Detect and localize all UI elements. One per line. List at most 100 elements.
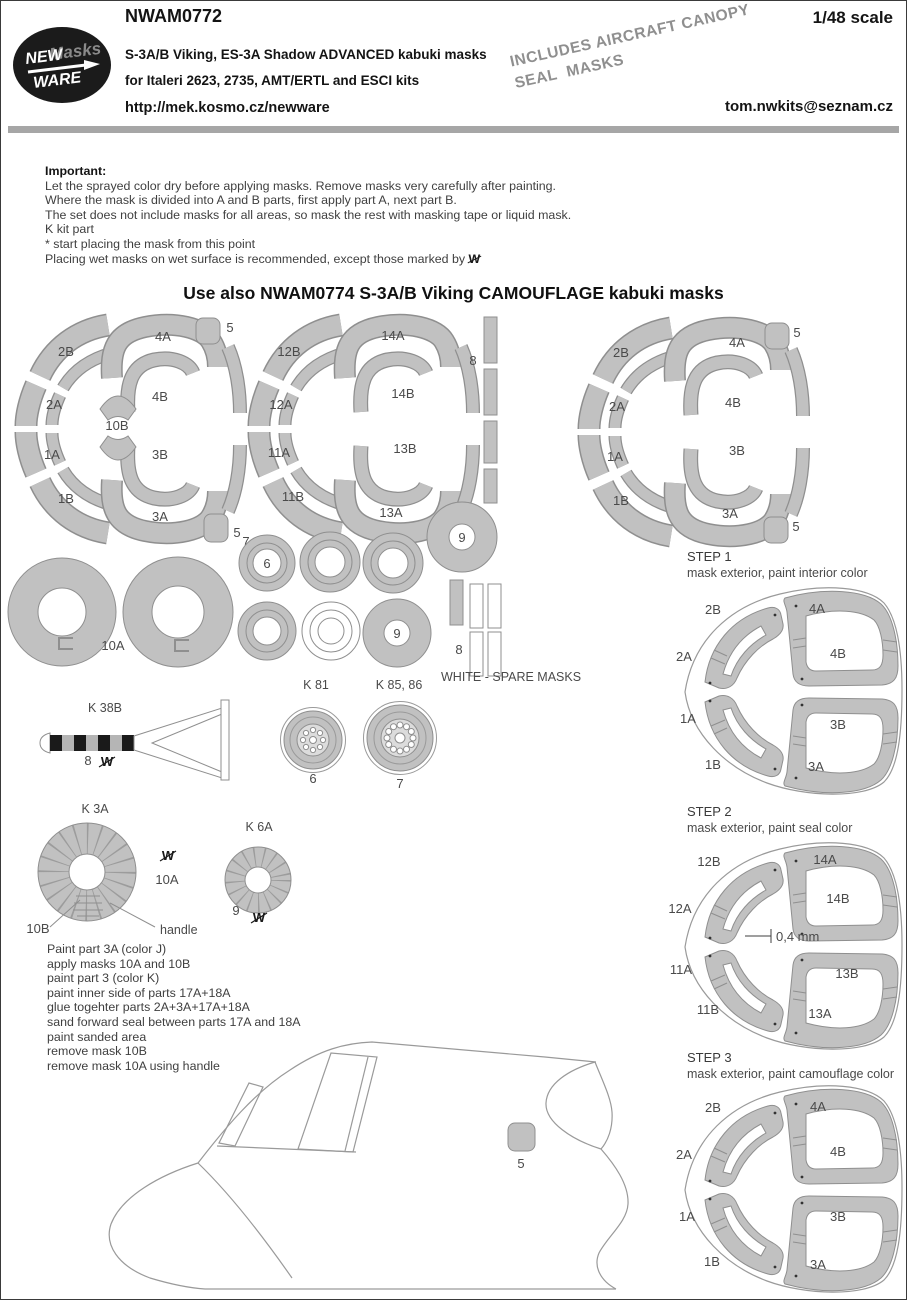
part-label: 4B <box>152 389 168 404</box>
step2-title: STEP 2 <box>687 804 732 819</box>
spare-masks-caption: WHITE - SPARE MASKS <box>441 670 581 684</box>
wheel-hub-mask-7 <box>363 701 437 775</box>
part-label: 5 <box>517 1156 524 1171</box>
step3-title: STEP 3 <box>687 1050 732 1065</box>
tire-mask-rings <box>237 501 498 668</box>
scale-label: 1/48 scale <box>812 8 893 27</box>
part-label: 2A <box>609 399 625 414</box>
important-line: K kit part <box>45 222 94 237</box>
part-label: 2B <box>705 1100 721 1115</box>
part-label: 10B <box>105 418 128 433</box>
wheel-hub-mask-6 <box>280 707 346 773</box>
part-label: 7 <box>242 534 249 549</box>
part-label: 13A <box>808 1006 831 1021</box>
contact-email[interactable]: tom.nwkits@seznam.cz <box>724 98 893 115</box>
part-label: 10B <box>26 921 49 936</box>
part-label: 2B <box>58 344 74 359</box>
important-line-wet: Placing wet masks on wet surface is reco… <box>45 252 571 267</box>
kit-label-k3a: K 3A <box>81 802 109 816</box>
handle-label: handle <box>160 923 198 937</box>
part-label: 4A <box>809 601 825 616</box>
newware-logo: Masks NEW WARE <box>10 24 114 106</box>
part-label: 3A <box>808 759 824 774</box>
part-label: 13A <box>379 505 402 520</box>
part-label: 14B <box>391 386 414 401</box>
part-label: 4B <box>830 1144 846 1159</box>
logo-arrow-shaft <box>27 63 87 74</box>
important-notes: Important: Let the sprayed color dry bef… <box>45 164 571 266</box>
w-mark-slash <box>159 850 177 862</box>
kit-label-k38b: K 38B <box>88 701 122 715</box>
part-label: 5 <box>793 325 800 340</box>
part-label: 10A <box>101 638 124 653</box>
part-label: 2A <box>676 1147 692 1162</box>
part-label: 2A <box>46 397 62 412</box>
part-label: 2B <box>613 345 629 360</box>
newware-logo-graphic: Masks NEW WARE <box>13 27 111 103</box>
part-label: 6 <box>309 771 316 786</box>
camouflage-note-heading: Use also NWAM0774 S-3A/B Viking CAMOUFLA… <box>183 283 724 303</box>
logo-ellipse <box>13 27 111 103</box>
part-label: 9 <box>393 626 400 641</box>
product-title-line1: S-3A/B Viking, ES-3A Shadow ADVANCED kab… <box>125 47 487 62</box>
kit-label-k85-86: K 85, 86 <box>376 678 423 692</box>
part-label: 13B <box>393 441 416 456</box>
part-label: 8 <box>455 642 462 657</box>
part-label: 3B <box>729 443 745 458</box>
header-divider <box>8 126 899 133</box>
part-label: 4B <box>725 395 741 410</box>
part-label: 11A <box>670 962 692 977</box>
part-label: 5 <box>226 320 233 335</box>
mask-10B-fans <box>99 395 137 461</box>
part-label: 14A <box>381 328 404 343</box>
important-line: * start placing the mask from this point <box>45 236 256 251</box>
part-label: 12A <box>668 901 691 916</box>
part-label: 1B <box>613 493 629 508</box>
instruction-line: paint part 3 (color K) <box>47 971 160 986</box>
step2-canopy-diagram <box>684 842 903 1050</box>
instruction-line: sand forward seal between parts 17A and … <box>47 1014 301 1029</box>
engine-fan-mask-k6a <box>224 846 292 914</box>
instruction-line: paint inner side of parts 17A+18A <box>47 985 231 1000</box>
product-title-line2: for Italeri 2623, 2735, AMT/ERTL and ESC… <box>125 73 420 88</box>
part-label: 10A <box>155 872 178 887</box>
part-label: 3B <box>152 447 168 462</box>
important-line: Let the sprayed color dry before applyin… <box>45 178 557 193</box>
part-label: 2B <box>705 602 721 617</box>
part-label: 8 <box>84 753 91 768</box>
paint-instructions: Paint part 3A (color J) apply masks 10A … <box>47 942 301 1073</box>
product-code: NWAM0772 <box>125 6 223 26</box>
part-label: 1A <box>44 447 60 462</box>
website-link[interactable]: http://mek.kosmo.cz/newware <box>125 100 330 116</box>
part-label: 12B <box>697 854 720 869</box>
part-label: 3A <box>810 1257 826 1272</box>
step1-subtitle: mask exterior, paint interior color <box>687 566 868 580</box>
part-label: 1B <box>705 757 721 772</box>
part-label: 11B <box>697 1002 719 1017</box>
part-label: 1A <box>680 711 696 726</box>
part-label: 3B <box>830 1209 846 1224</box>
w-mark-slash <box>98 756 116 768</box>
part-label: 5 <box>233 525 240 540</box>
engine-fan-mask-k3a <box>37 822 156 928</box>
part-label: 4B <box>830 646 846 661</box>
part-label: 14A <box>813 852 836 867</box>
important-line: The set does not include masks for all a… <box>45 207 572 222</box>
part-label: 13B <box>835 966 858 981</box>
spare-mask-strips <box>449 579 502 677</box>
part-label: 8 <box>469 353 476 368</box>
instruction-line: glue togehter parts 2A+3A+17A+18A <box>47 1000 250 1015</box>
instruction-line: Paint part 3A (color J) <box>47 942 167 956</box>
mask-5-squares <box>195 317 790 544</box>
refueling-probe-drawing <box>39 699 230 781</box>
part-label: 12A <box>269 397 292 412</box>
gap-dimension-label: 0,4 mm <box>776 929 819 944</box>
part-label: 4A <box>729 335 745 350</box>
instruction-line: apply masks 10A and 10B <box>47 956 191 971</box>
part-label: 1B <box>58 491 74 506</box>
kit-label-k6a: K 6A <box>245 820 273 834</box>
part-label: 3A <box>152 509 168 524</box>
instruction-line: remove mask 10A using handle <box>47 1058 220 1073</box>
step3-subtitle: mask exterior, paint camouflage color <box>687 1067 894 1081</box>
